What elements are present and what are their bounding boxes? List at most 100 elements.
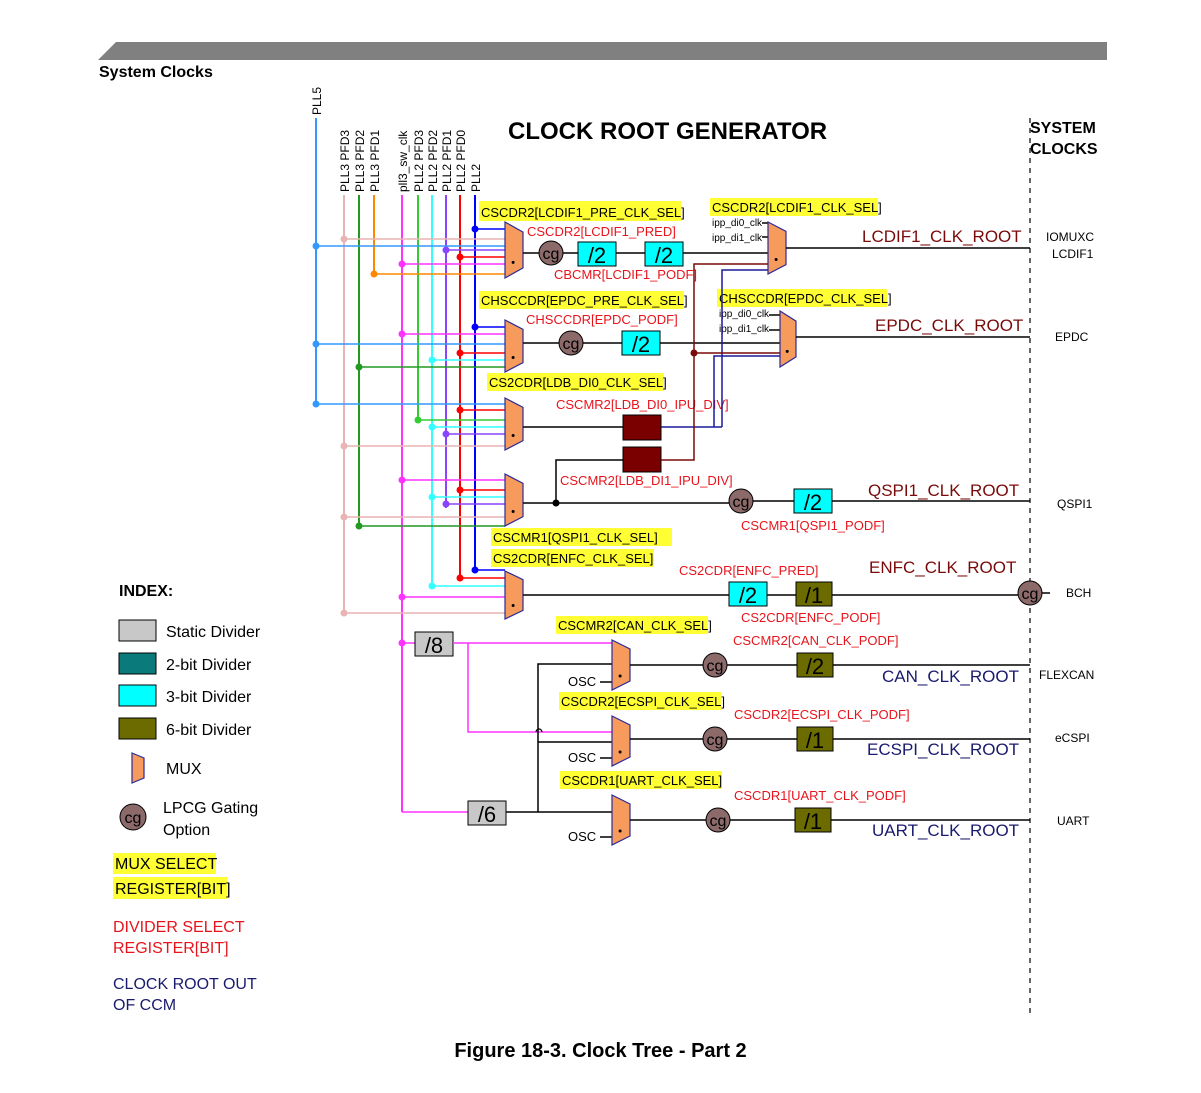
lcdif1-ipp1: ipp_di1_clk [712,233,763,244]
mux0-tap-4 [456,253,464,261]
ecspi-sel: CSCDR2[ECSPI_CLK_SEL] [561,694,725,709]
can-podf-div-label: /2 [806,654,824,679]
epdc-sel-mux-pin [785,349,789,353]
mux0-tap-2 [370,270,378,278]
legend-cg-icon [119,803,147,831]
ecspi-root-label: ECSPI_CLK_ROOT [867,740,1019,759]
source-label-7: PLL2 PFD1 [440,130,454,192]
legend-divider-select: REGISTER[BIT] [113,940,229,957]
mux3-tap-4 [340,513,348,521]
enfc-podf-div-label: /1 [805,583,823,608]
ldb-div0 [622,414,662,441]
lcdif1-ipp0: ipp_di0_clk [712,218,763,229]
mux-4-pin [511,604,515,608]
legend-label-1: 2-bit Divider [166,657,252,674]
mux4-tap-2 [428,582,436,590]
legend-label-2: 3-bit Divider [166,689,252,706]
uart-dest: UART [1057,814,1090,828]
enfc-sel-highlight [491,549,654,567]
static-div6-label: /6 [478,802,496,827]
legend-swatch-0 [118,619,157,642]
uart-osc-label: OSC [568,829,596,844]
ecspi-podf-div-label: /1 [806,728,824,753]
ecspi-podf-label: CSCDR2[ECSPI_CLK_PODF] [734,707,910,722]
div8-to-ecspi [467,643,612,733]
mux4-tap-4 [340,609,348,617]
mux3-tap-3 [442,500,450,508]
mux0-tap-0 [312,242,320,250]
mux3-tap-5 [355,522,363,530]
lcdif1-dest-2: LCDIF1 [1052,247,1094,261]
mux-2 [504,397,524,451]
mux-1 [504,319,524,373]
mux0-tap-5 [442,246,450,254]
ldb-div0-label: CSCMR2[LDB_DI0_IPU_DIV] [556,397,729,412]
div6-to-can [537,663,612,812]
lcdif1-pre-sel-highlight [479,201,681,221]
legend-lpcg-label: Option [163,822,210,839]
diagram-title: CLOCK ROOT GENERATOR [508,118,827,145]
lcdif1-podf-label: CBCMR[LCDIF1_PODF] [554,267,697,282]
epdc-sel-highlight [717,289,887,307]
ldb-di1-input [555,459,623,503]
enfc-pred-div-label: /2 [739,583,757,608]
ldb-di0-to-lcdif1 [721,269,768,427]
legend-label-3: 6-bit Divider [166,722,252,739]
mux1-tap-3 [456,349,464,357]
enfc-root-label: ENFC_CLK_ROOT [869,558,1016,577]
legend-mux-select: REGISTER[BIT] [115,881,231,898]
source-label-9: PLL2 [469,164,483,192]
mux2-tap-3 [428,423,436,431]
enfc-pred-label: CS2CDR[ENFC_PRED] [679,563,818,578]
legend-swatch-1 [118,652,157,675]
source-label-1: PLL3 PFD3 [338,130,352,192]
static-div8 [414,631,454,657]
can-root-label: CAN_CLK_ROOT [882,667,1019,686]
qspi1-podf-div-label: /2 [804,490,822,515]
qspi1-dest: QSPI1 [1057,497,1093,511]
epdc-root-label: EPDC_CLK_ROOT [875,316,1023,335]
mux2-tap-2 [414,416,422,424]
source-label-4: pll3_sw_clk [396,130,410,192]
legend-mux-icon [131,752,145,784]
system-clocks-label: CLOCKS [1030,141,1098,158]
legend-mux-label: MUX [166,761,202,778]
mux1-tap-2 [471,323,479,331]
mux1-tap-1 [398,330,406,338]
mux-3 [504,473,524,527]
qspi1-sel-highlight [491,528,672,546]
mux-4 [504,570,524,620]
mux2-tap-5 [340,442,348,450]
source-label-0: PLL5 [310,87,324,115]
can-mux-pin [618,674,622,678]
ldb-di0-to-epdc [713,355,780,427]
enfc-sel: CS2CDR[ENFC_CLK_SEL] [493,551,653,566]
lcdif1-pred-div-label: /2 [588,243,606,268]
uart-sel: CSCDR1[UART_CLK_SEL] [562,773,722,788]
source-label-5: PLL2 PFD3 [412,130,426,192]
mux-1-pin [511,355,515,359]
uart-podf-div-label: /1 [804,809,822,834]
can-osc-label: OSC [568,674,596,689]
mux-0 [504,220,524,280]
epdc-ipp0: ipp_di0_clk [719,309,770,320]
legend-clock-root: CLOCK ROOT OUT [113,976,257,993]
can-cg-label: cg [707,658,724,675]
ecspi-cg-label: cg [707,732,724,749]
epdc-pre-sel: CHSCCDR[EPDC_PRE_CLK_SEL] [481,293,688,308]
epdc-pre-sel-highlight [479,291,684,309]
header-banner [98,42,1107,60]
lcdif1-dest-1: IOMUXC [1046,230,1094,244]
ldb-sel: CS2CDR[LDB_DI0_CLK_SEL] [489,375,667,390]
ldb-div1-label: CSCMR2[LDB_DI1_IPU_DIV] [560,473,733,488]
uart-root-label: UART_CLK_ROOT [872,821,1019,840]
can-sel-highlight [556,616,708,634]
lcdif1-cg-label: cg [543,246,560,263]
qspi1-root-label: QSPI1_CLK_ROOT [868,481,1019,500]
mux1-tap-0 [312,340,320,348]
can-mux [611,639,631,691]
mux-2-pin [511,433,515,437]
epdc-podf-div [621,330,661,356]
ldb-sel-highlight [487,373,664,391]
